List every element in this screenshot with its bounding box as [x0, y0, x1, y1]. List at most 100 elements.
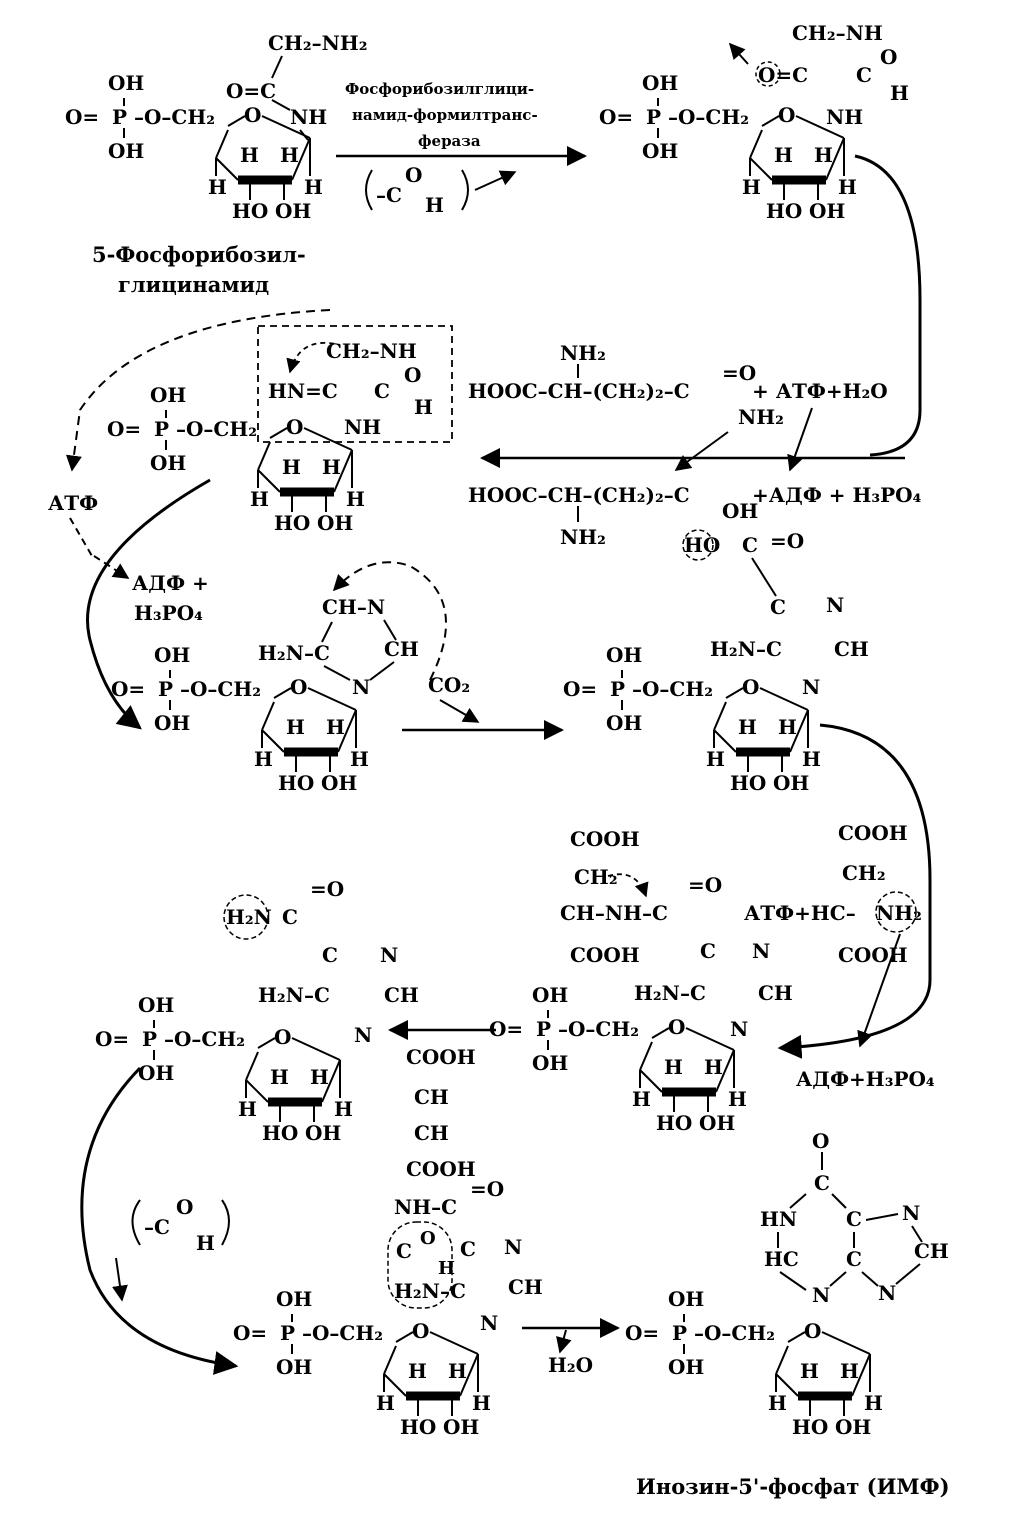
svg-text:=O: =O — [688, 873, 722, 897]
svg-text:CH: CH — [384, 637, 419, 661]
adp-left-1: АДФ + — [132, 571, 209, 595]
svg-text:H: H — [196, 1231, 215, 1255]
molecule-imp: O C HN C N HC C CH N N — [625, 1129, 949, 1439]
fumarate: COOH CH CH COOH — [406, 1045, 476, 1181]
svg-text:CH: CH — [834, 637, 869, 661]
svg-text:N: N — [352, 675, 370, 699]
svg-text:H₂N–C: H₂N–C — [394, 1279, 466, 1303]
svg-text:COOH: COOH — [838, 943, 908, 967]
svg-text:=O: =O — [722, 361, 756, 385]
svg-text:C: C — [322, 943, 338, 967]
svg-text:COOH: COOH — [838, 821, 908, 845]
svg-text:CH₂: CH₂ — [574, 865, 618, 889]
svg-text:H₂N–C: H₂N–C — [258, 983, 330, 1007]
svg-text:N: N — [480, 1311, 498, 1335]
svg-text:C: C — [742, 533, 758, 557]
svg-text:NH: NH — [344, 415, 381, 439]
atp-water: + АТФ+H₂O — [752, 379, 888, 403]
svg-text:OH: OH — [722, 499, 758, 523]
molecule-fgar: CH₂–NH O=C C O H NH — [599, 21, 909, 223]
glutamine: NH₂ HOOC–CH–(CH₂)₂–C =O NH₂ — [468, 341, 784, 429]
svg-text:COOH: COOH — [570, 943, 640, 967]
svg-text:NH: NH — [826, 105, 863, 129]
svg-text:C: C — [846, 1207, 862, 1231]
svg-text:H: H — [425, 193, 444, 217]
svg-text:CH₂–NH₂: CH₂–NH₂ — [268, 31, 368, 55]
svg-text:CH₂: CH₂ — [842, 861, 886, 885]
svg-text:NH: NH — [290, 105, 327, 129]
enzyme-name-1: Фосфорибозилглици- — [345, 80, 534, 98]
molecule-gar: CH₂–NH₂ O=C NH — [65, 31, 368, 223]
adp-left-2: H₃PO₄ — [134, 601, 203, 625]
svg-text:–C: –C — [144, 1215, 170, 1239]
molecule-saicar: COOH CH₂ CH–NH–C =O COOH C N H₂N–C CH N — [489, 827, 793, 1135]
enzyme-name-2: намид-формилтранс- — [352, 106, 538, 124]
svg-text:CH: CH — [758, 981, 793, 1005]
start-name-2: глицинамид — [118, 272, 269, 297]
svg-text:АТФ+HC–: АТФ+HC– — [744, 901, 856, 925]
molecule-fgam: CH₂–NH HN=C C O H NH — [107, 325, 453, 535]
atp-left: АТФ — [48, 491, 98, 515]
svg-text:C: C — [374, 379, 390, 403]
svg-text:C: C — [846, 1247, 862, 1271]
svg-text:N: N — [902, 1201, 920, 1225]
svg-text:C: C — [460, 1237, 476, 1261]
svg-text:HOOC–CH–(CH₂)₂–C: HOOC–CH–(CH₂)₂–C — [468, 379, 690, 403]
svg-text:N: N — [802, 675, 820, 699]
svg-text:NH₂: NH₂ — [560, 341, 606, 365]
svg-text:O: O — [404, 363, 421, 387]
svg-text:NH₂: NH₂ — [560, 525, 606, 549]
adp-phosphate-bottom: АДФ+H₃PO₄ — [796, 1067, 935, 1091]
curve-arrow-right-1 — [854, 154, 922, 457]
svg-text:CH: CH — [414, 1085, 449, 1109]
formyl-group-2: –C O H — [112, 1195, 230, 1302]
svg-text:O: O — [880, 45, 897, 69]
svg-text:H₂N–C: H₂N–C — [634, 981, 706, 1005]
svg-text:=O: =O — [310, 877, 344, 901]
svg-text:O: O — [405, 163, 422, 187]
svg-text:HN=C: HN=C — [268, 379, 338, 403]
curve-arrow-left-1 — [86, 478, 211, 730]
formyl-group-1: –C O H — [365, 163, 517, 217]
svg-text:CH: CH — [508, 1275, 543, 1299]
svg-text:CH–NH–C: CH–NH–C — [560, 901, 668, 925]
svg-text:–C: –C — [376, 183, 402, 207]
molecule-faicar: NH–C =O C O H H₂N–C C N CH N — [233, 1177, 543, 1439]
svg-text:H₂N: H₂N — [226, 905, 272, 929]
molecule-cair: HO C =O C N H₂N–C CH N — [563, 529, 869, 795]
svg-text:N: N — [752, 939, 770, 963]
start-name-1: 5-Фосфорибозил- — [92, 242, 306, 267]
svg-text:C: C — [700, 939, 716, 963]
svg-text:O=C: O=C — [758, 63, 808, 87]
svg-text:H: H — [890, 81, 909, 105]
svg-text:O=C: O=C — [226, 79, 276, 103]
svg-text:COOH: COOH — [406, 1157, 476, 1181]
co2-label: CO₂ — [428, 673, 470, 697]
svg-text:CH: CH — [384, 983, 419, 1007]
svg-text:HN: HN — [760, 1207, 797, 1231]
molecule-aicar: H₂N C =O C N H₂N–C CH N — [95, 877, 419, 1145]
svg-text:H₂N–C: H₂N–C — [710, 637, 782, 661]
svg-text:N: N — [354, 1023, 372, 1047]
svg-text:NH–C: NH–C — [394, 1195, 457, 1219]
svg-text:COOH: COOH — [406, 1045, 476, 1069]
svg-text:N: N — [878, 1281, 896, 1305]
enzyme-name-3: фераза — [418, 132, 481, 150]
svg-text:=O: =O — [470, 1177, 504, 1201]
svg-text:CH₂–NH: CH₂–NH — [792, 21, 883, 45]
svg-text:C: C — [282, 905, 298, 929]
svg-text:CH₂–NH: CH₂–NH — [326, 339, 417, 363]
final-product-name: Инозин-5'-фосфат (ИМФ) — [636, 1474, 950, 1499]
svg-text:N: N — [380, 943, 398, 967]
svg-text:H₂N–C: H₂N–C — [258, 641, 330, 665]
svg-text:HC: HC — [764, 1247, 799, 1271]
svg-text:NH₂: NH₂ — [738, 405, 784, 429]
svg-text:N: N — [826, 593, 844, 617]
svg-text:NH₂: NH₂ — [876, 901, 922, 925]
svg-text:C: C — [814, 1171, 830, 1195]
molecule-air: CH–N H₂N–C CH N — [111, 561, 447, 795]
svg-text:O: O — [176, 1195, 193, 1219]
svg-text:N: N — [812, 1283, 830, 1307]
svg-text:C: C — [396, 1239, 412, 1263]
